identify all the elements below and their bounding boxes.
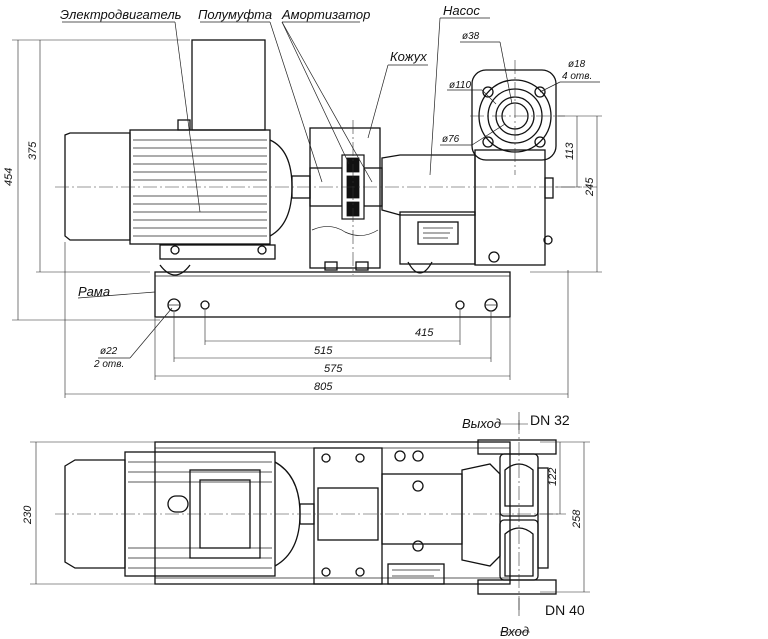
pump-top [381, 450, 501, 585]
pump-bearing-housing [381, 154, 476, 216]
dim-holes2: 2 отв. [93, 359, 124, 370]
label-inlet: Вход [500, 624, 529, 639]
dim-d18: ø18 [568, 59, 586, 70]
dimensions-top [30, 412, 590, 633]
dim-258: 258 [571, 509, 583, 529]
motor-foot-left [159, 264, 191, 276]
electric-motor [64, 39, 311, 245]
pump-volute [474, 149, 546, 266]
label-dn-inlet: DN 40 [545, 602, 585, 618]
casing-top [313, 447, 383, 585]
terminal-box [191, 39, 266, 131]
pump-foot [407, 261, 433, 274]
pump-nameplate-top [387, 563, 445, 585]
pump-nameplate [417, 221, 459, 245]
dim-575: 575 [324, 363, 343, 375]
dim-515: 515 [314, 345, 333, 357]
label-motor: Электродвигатель [60, 7, 182, 22]
label-damper: Амортизатор [281, 7, 370, 22]
dim-454: 454 [3, 168, 15, 186]
dim-holes4: 4 отв. [562, 71, 592, 82]
dim-375: 375 [27, 141, 39, 160]
outlet-flange [471, 69, 557, 161]
label-outlet: Выход [462, 416, 501, 431]
label-frame: Рама [78, 284, 110, 299]
pump [381, 69, 557, 274]
annotations: Электродвигатель Полумуфта Амортизатор Н… [3, 3, 596, 639]
dim-d22: ø22 [100, 346, 118, 357]
top-view [30, 412, 590, 633]
label-pump: Насос [443, 3, 480, 18]
dimensions-front [12, 39, 602, 398]
dim-d38: ø38 [462, 31, 480, 42]
frame [154, 271, 511, 318]
dim-805: 805 [314, 381, 333, 393]
label-dn-outlet: DN 32 [530, 412, 570, 428]
dim-d76: ø76 [442, 134, 460, 145]
coupling-casing [309, 127, 383, 271]
dim-230: 230 [22, 505, 34, 525]
dim-113: 113 [564, 142, 576, 160]
dim-122: 122 [547, 468, 559, 486]
motor-base [159, 244, 276, 260]
dim-245: 245 [584, 177, 596, 197]
front-view [12, 17, 602, 398]
frame-top [154, 441, 511, 585]
leaders-front [62, 17, 600, 359]
motor-end-shield [269, 139, 293, 237]
dim-d110: ø110 [449, 80, 471, 91]
label-casing: Кожух [390, 49, 427, 64]
label-coupling: Полумуфта [198, 7, 272, 22]
motor-fan-cover [64, 132, 131, 241]
flanges-top [477, 439, 557, 595]
dim-415: 415 [415, 327, 434, 339]
